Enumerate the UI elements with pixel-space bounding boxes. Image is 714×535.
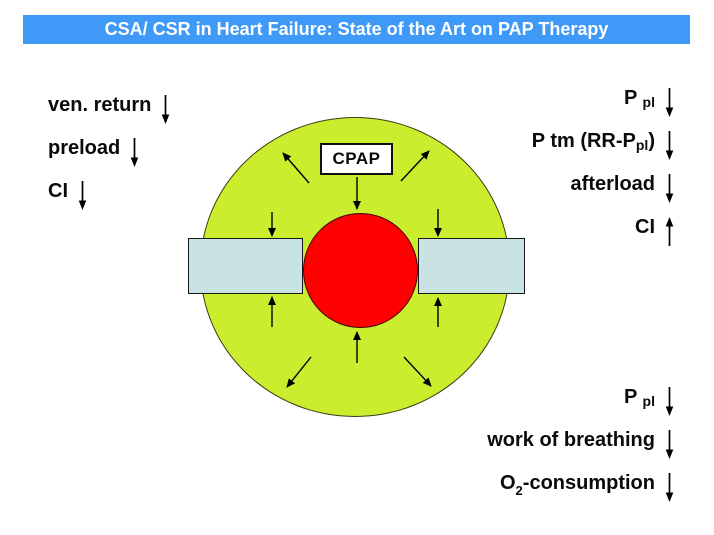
left-label-block: ven. return preload CI (48, 92, 172, 221)
label-text-sub: 2 (515, 483, 523, 498)
decrease-arrow-icon (665, 131, 674, 160)
label-text: afterload (570, 173, 655, 195)
label-row-ptm: P tm (RR-Ppl) (532, 128, 676, 171)
right-vessel-rect (418, 238, 525, 294)
label-text: CI (635, 216, 655, 238)
label-text: preload (48, 137, 121, 159)
label-text: work of breathing (487, 429, 655, 451)
label-text: P pl (624, 384, 655, 412)
label-text: O2-consumption (500, 470, 655, 498)
label-row-o2-consumption: O2-consumption (487, 470, 676, 513)
label-text-sub: pl (635, 137, 649, 153)
label-row-ppl-bottom: P pl (487, 384, 676, 427)
label-text-main: P tm (RR-P (531, 130, 636, 152)
decrease-arrow-icon (665, 174, 674, 203)
label-text: CI (48, 180, 68, 202)
label-text-main: P (624, 87, 643, 109)
increase-arrow-icon (665, 217, 674, 246)
label-row-ci-right: CI (532, 214, 676, 257)
label-text-post: ) (648, 130, 655, 152)
decrease-arrow-icon (130, 138, 139, 167)
decrease-arrow-icon (78, 181, 87, 210)
right-bottom-label-block: P pl work of breathing O2-consumption (487, 384, 676, 513)
label-text-main: O (499, 472, 516, 494)
label-row-work-of-breathing: work of breathing (487, 427, 676, 470)
cpap-label-box: CPAP (320, 143, 393, 175)
label-row-ppl-top: P pl (532, 85, 676, 128)
label-text-sub: pl (642, 94, 655, 110)
decrease-arrow-icon (665, 430, 674, 459)
decrease-arrow-icon (665, 473, 674, 502)
decrease-arrow-icon (665, 88, 674, 117)
label-text-sub: pl (642, 393, 655, 409)
heart-circle (303, 213, 418, 328)
label-text: ven. return (48, 94, 152, 116)
label-text-main: P (624, 386, 643, 408)
left-vessel-rect (188, 238, 303, 294)
label-text: P tm (RR-Ppl) (532, 128, 655, 156)
label-row-ven-return: ven. return (48, 92, 172, 135)
slide-title: CSA/ CSR in Heart Failure: State of the … (23, 15, 690, 44)
right-top-label-block: P pl P tm (RR-Ppl) afterload CI (532, 85, 676, 257)
decrease-arrow-icon (162, 95, 170, 124)
label-row-afterload: afterload (532, 171, 676, 214)
label-text-post: -consumption (522, 472, 655, 494)
decrease-arrow-icon (665, 387, 674, 416)
label-row-preload: preload (48, 135, 172, 178)
label-text: P pl (624, 85, 655, 113)
label-row-ci-left: CI (48, 178, 172, 221)
cpap-label: CPAP (332, 149, 381, 168)
